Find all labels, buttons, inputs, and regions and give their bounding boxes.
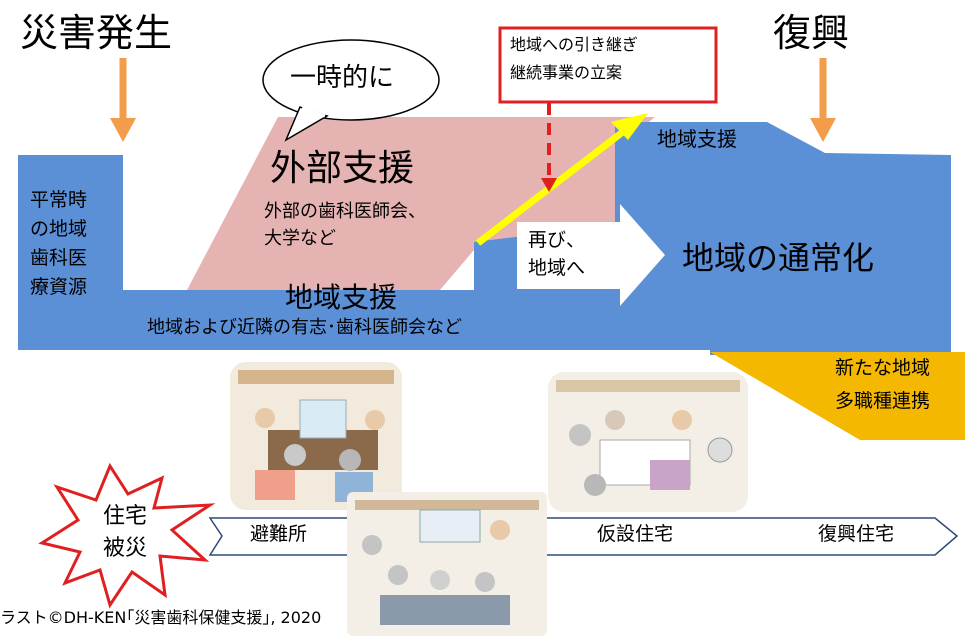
speech-bubble <box>262 39 440 121</box>
normal-resources-line-4: 療資源 <box>30 276 88 298</box>
explosion-shape <box>38 462 216 609</box>
recovery-label: 復興 <box>773 11 850 55</box>
temporary-housing-illustration <box>548 372 748 512</box>
recovery-housing-illustration <box>347 492 547 636</box>
plan-box <box>498 26 718 104</box>
plan-box-line-2: 継続事業の立案 <box>510 63 623 82</box>
timeline-temporary-housing: 仮設住宅 <box>597 523 674 545</box>
local-support-title: 地域支援 <box>285 281 398 314</box>
again-arrow-line-2: 地域へ <box>528 257 586 279</box>
credit-text: ラスト©DH-KEN｢災害歯科保健支援｣, 2020 <box>0 608 322 627</box>
transition-arrow-line <box>475 125 631 246</box>
new-collab-line-1: 新たな地域 <box>835 357 931 379</box>
normal-resources-line-3: 歯科医 <box>30 247 88 269</box>
normal-resources-line-2: の地域 <box>30 218 88 240</box>
housing-damage-line-2: 被災 <box>103 536 148 561</box>
external-support-area <box>187 117 655 290</box>
disaster-occurrence-label: 災害発生 <box>20 11 173 55</box>
recovery-arrow-head <box>810 118 836 142</box>
new-collab-line-2: 多職種連携 <box>835 390 931 412</box>
evacuation-shelter-illustration <box>230 362 402 510</box>
external-support-detail-2: 大学など <box>264 228 336 249</box>
new-collaboration-area <box>710 352 965 440</box>
timeline-recovery-housing: 復興住宅 <box>818 523 895 545</box>
external-support-title: 外部支援 <box>270 148 415 189</box>
again-arrow-line-1: 再び、 <box>528 229 586 251</box>
speech-bubble-text: 一時的に <box>290 63 395 93</box>
plan-dashed-arrowhead <box>541 178 557 192</box>
local-support-top-label: 地域支援 <box>657 127 737 151</box>
housing-damage-line-1: 住宅 <box>103 504 148 529</box>
again-arrow <box>517 204 665 306</box>
timeline-shelter: 避難所 <box>250 523 308 545</box>
plan-box-line-1: 地域への引き継ぎ <box>510 35 639 54</box>
transition-arrow-head <box>611 113 648 140</box>
normal-resources-line-1: 平常時 <box>30 189 88 211</box>
external-support-detail-1: 外部の歯科医師会、 <box>264 201 426 222</box>
local-support-detail: 地域および近隣の有志･歯科医師会など <box>147 317 462 338</box>
local-support-area <box>18 122 951 355</box>
normalization-label: 地域の通常化 <box>682 239 875 277</box>
disaster-arrow-head <box>110 118 136 142</box>
